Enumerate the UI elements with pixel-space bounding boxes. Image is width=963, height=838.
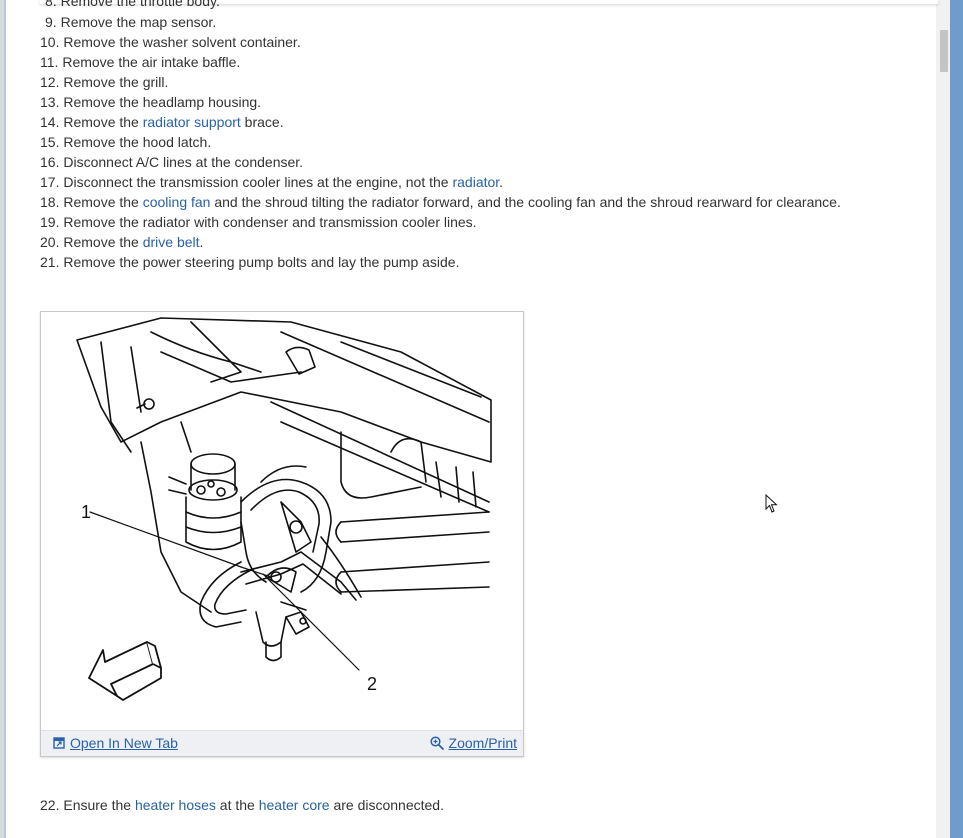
cooling-fan-link[interactable]: cooling fan <box>142 194 211 210</box>
list-item: 13. Remove the headlamp housing. <box>40 94 262 110</box>
engine-diagram-illustration[interactable]: 1 2 <box>41 312 523 730</box>
list-item: 11. Remove the air intake baffle. <box>40 54 241 70</box>
sticky-header-shadow <box>40 0 938 4</box>
list-item: 12. Remove the grill. <box>40 74 169 90</box>
list-item: 22. Ensure the heater hoses at the heate… <box>40 797 444 813</box>
drive-belt-link[interactable]: drive belt <box>142 234 200 250</box>
heater-hoses-link[interactable]: heater hoses <box>134 797 216 813</box>
scrollbar-thumb[interactable] <box>940 30 948 72</box>
figure-toolbar: Open In New Tab Zoom/Print <box>41 730 523 756</box>
list-item: 8. Remove the throttle body. <box>45 0 220 9</box>
magnifier-plus-icon <box>429 736 444 750</box>
heater-core-link[interactable]: heater core <box>258 797 330 813</box>
open-in-new-tab-label: Open In New Tab <box>70 735 178 751</box>
list-item: 21. Remove the power steering pump bolts… <box>40 254 460 270</box>
list-item: 15. Remove the hood latch. <box>40 134 212 150</box>
callout-2-label: 2 <box>367 674 377 694</box>
list-item: 9. Remove the map sensor. <box>45 14 217 30</box>
open-in-new-tab-button[interactable]: Open In New Tab <box>53 735 178 751</box>
list-item: 18. Remove the cooling fan and the shrou… <box>40 194 841 210</box>
radiator-link[interactable]: radiator <box>452 174 500 190</box>
procedure-figure: 1 2 Open In New Tab Zoom/Print <box>40 311 524 757</box>
mouse-cursor-icon <box>765 494 778 513</box>
zoom-print-button[interactable]: Zoom/Print <box>429 735 517 751</box>
list-item: 20. Remove the drive belt. <box>40 234 204 250</box>
procedure-steps: 8. Remove the throttle body. 9. Remove t… <box>40 0 930 280</box>
list-item: 19. Remove the radiator with condenser a… <box>40 214 477 230</box>
list-item: 10. Remove the washer solvent container. <box>40 34 301 50</box>
list-item: 16. Disconnect A/C lines at the condense… <box>40 154 304 170</box>
window-right-edge <box>950 0 963 838</box>
list-item: 17. Disconnect the transmission cooler l… <box>40 174 504 190</box>
callout-1-label: 1 <box>81 502 91 522</box>
radiator-support-link[interactable]: radiator support <box>142 114 241 130</box>
open-in-new-tab-icon <box>53 737 65 749</box>
vertical-scrollbar[interactable] <box>936 0 950 838</box>
list-item: 14. Remove the radiator support brace. <box>40 114 284 130</box>
window-left-edge <box>0 0 12 838</box>
zoom-print-label: Zoom/Print <box>448 735 517 751</box>
